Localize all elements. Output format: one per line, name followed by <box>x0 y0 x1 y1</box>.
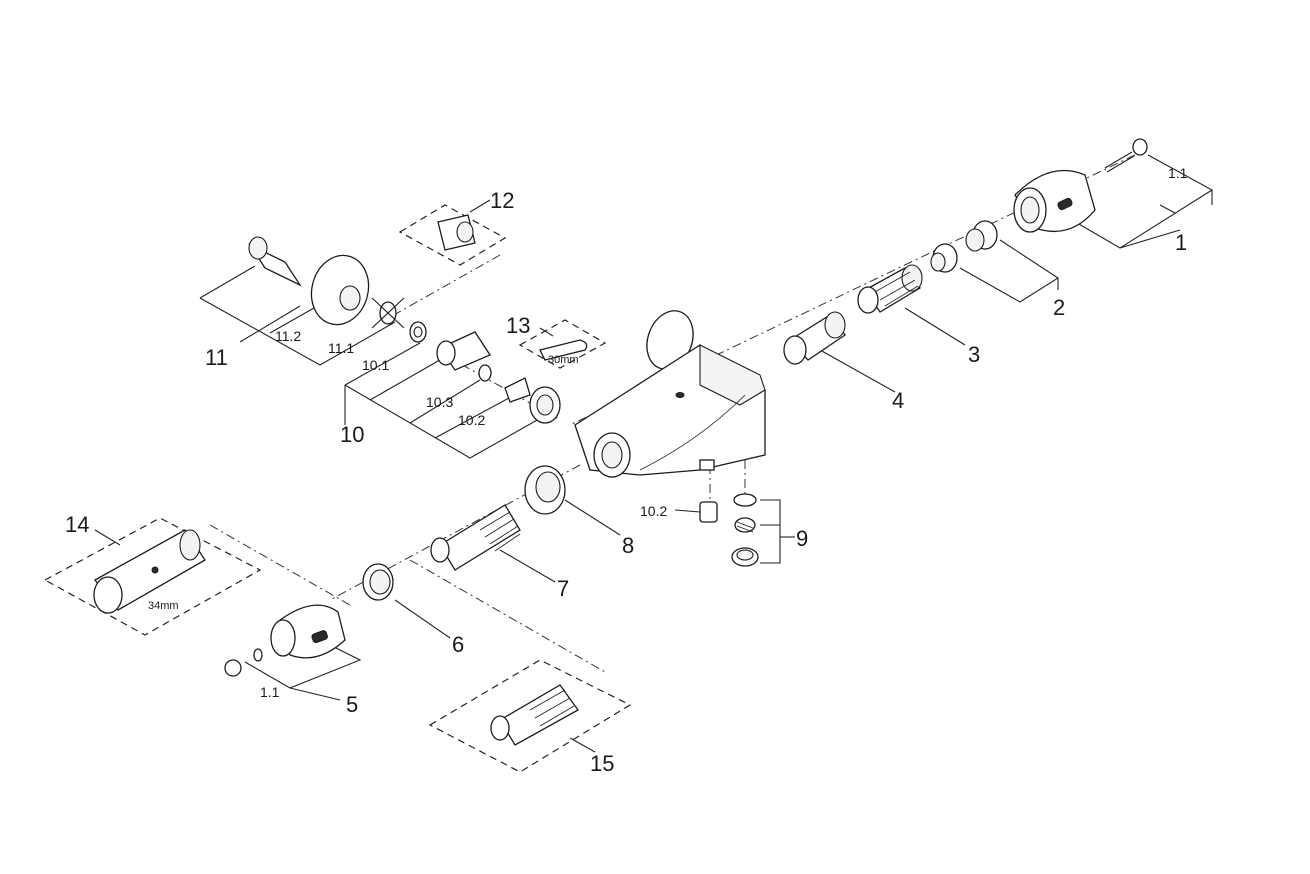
part-3-cartridge <box>857 264 923 314</box>
label-part-11: 11 <box>205 345 228 370</box>
tool-boxes <box>43 204 632 773</box>
part-12-fitting <box>437 214 476 251</box>
part-9-aerator <box>731 493 759 567</box>
part-15-thermo-element <box>490 684 579 746</box>
leader-lines <box>94 154 1214 753</box>
mixer-body <box>574 310 766 478</box>
label-part-10-2-body: 10.2 <box>640 503 667 519</box>
label-part-11-1: 11.1 <box>328 340 354 356</box>
part-14-key <box>93 529 206 614</box>
label-part-1-1-bottom: 1.1 <box>260 684 280 700</box>
label-wrench-size: 30mm <box>548 354 579 366</box>
part-11-1-washer <box>371 297 405 329</box>
part-4-adapter <box>783 311 846 365</box>
part-5-handle <box>270 604 346 659</box>
label-part-3: 3 <box>968 342 980 367</box>
label-part-2: 2 <box>1053 295 1065 320</box>
part-labels: 1 1.1 2 3 4 10 10.1 10.3 10.2 10.2 11 11… <box>65 165 1188 776</box>
part-1-1-lower-cap <box>224 648 263 677</box>
part-10-2-body-seat <box>699 501 718 523</box>
part-13-wrench <box>539 339 588 361</box>
label-key-size: 34mm <box>148 600 179 612</box>
label-part-12: 12 <box>490 188 514 213</box>
part-1-handle <box>1013 169 1096 233</box>
part-11-connection <box>248 236 370 326</box>
label-part-10-3: 10.3 <box>426 394 453 410</box>
label-part-1: 1 <box>1175 230 1187 255</box>
label-part-1-1-top: 1.1 <box>1168 165 1188 181</box>
label-part-8: 8 <box>622 533 634 558</box>
label-part-4: 4 <box>892 388 904 413</box>
label-part-10-2: 10.2 <box>458 412 485 428</box>
label-part-14: 14 <box>65 512 89 537</box>
part-6-ring <box>362 563 394 601</box>
part-1-1-screw-cap <box>1104 138 1148 173</box>
part-2-stop <box>930 220 998 273</box>
label-part-7: 7 <box>557 576 569 601</box>
part-8-nut <box>524 465 566 515</box>
label-part-9: 9 <box>796 526 808 551</box>
label-part-10: 10 <box>340 422 364 447</box>
label-part-13: 13 <box>506 313 530 338</box>
label-part-10-1: 10.1 <box>362 357 389 373</box>
part-10-set <box>409 321 561 424</box>
label-part-15: 15 <box>590 751 614 776</box>
label-part-6: 6 <box>452 632 464 657</box>
label-part-5: 5 <box>346 692 358 717</box>
label-part-11-2: 11.2 <box>275 328 301 344</box>
part-7-thermo-element <box>430 504 521 571</box>
